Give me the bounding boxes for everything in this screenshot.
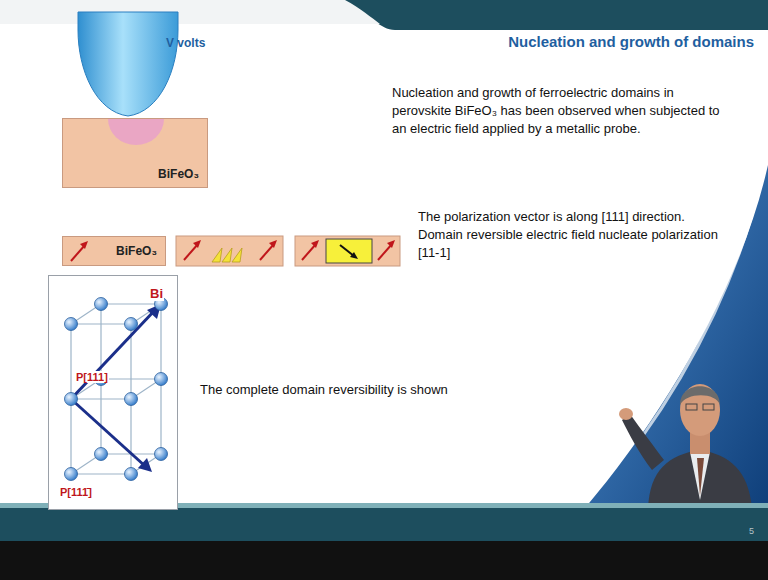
page-number: 5 — [749, 526, 754, 536]
lattice-edge — [101, 303, 161, 304]
bi-atom — [65, 468, 78, 481]
header-band — [340, 0, 768, 30]
arrow-shaft — [71, 245, 85, 261]
initial-domain-box: BiFeO₃ — [62, 236, 166, 266]
bi-atom — [95, 448, 108, 461]
bottom-black-band — [0, 541, 768, 580]
swoosh-highlight — [640, 150, 768, 440]
p111-arrow — [71, 310, 155, 399]
bi-atom — [125, 393, 138, 406]
lattice-edge — [70, 399, 71, 474]
reversed-domain-box — [295, 236, 400, 266]
description-text: Nucleation and growth of ferroelectric d… — [392, 84, 732, 138]
bifeo3-sample-box: BiFeO₃ — [62, 118, 208, 188]
lattice-edge — [100, 379, 101, 454]
arrow-head — [80, 241, 88, 249]
header-strip — [0, 0, 380, 24]
field-hemisphere — [108, 119, 164, 145]
material-label: BiFeO₃ — [116, 244, 157, 258]
lattice-edge — [130, 399, 131, 474]
presenter-figure — [619, 384, 752, 508]
p11-1-arrowhead — [138, 458, 152, 472]
bi-atom — [65, 318, 78, 331]
bi-atom — [125, 468, 138, 481]
p11-1-arrow — [71, 399, 145, 466]
nucleation-box — [176, 236, 283, 266]
unit-cell-box: BiP[111] P[111̄] — [48, 275, 178, 510]
polarization-note: The polarization vector is along [111] d… — [418, 208, 723, 262]
perovskite-cell — [49, 276, 177, 509]
bi-atom — [155, 448, 168, 461]
bi-atom — [155, 373, 168, 386]
lattice-edge — [160, 304, 161, 379]
bi-atom — [125, 318, 138, 331]
bi-atom — [95, 298, 108, 311]
slide-title: Nucleation and growth of domains — [508, 33, 754, 50]
metallic-probe — [78, 12, 178, 116]
atom-label: Bi — [149, 286, 164, 301]
material-label: BiFeO₃ — [158, 167, 199, 181]
polarization-label: P[111] — [75, 371, 109, 383]
reversibility-note: The complete domain reversibility is sho… — [200, 381, 520, 399]
lattice-edge — [70, 324, 71, 399]
bi-atom — [65, 393, 78, 406]
lattice-edge — [160, 379, 161, 454]
polarization-label: P[111̄] — [59, 486, 93, 498]
lattice-edge — [71, 473, 131, 474]
footer-bar — [0, 508, 768, 541]
voltage-label: V volts — [166, 36, 205, 50]
